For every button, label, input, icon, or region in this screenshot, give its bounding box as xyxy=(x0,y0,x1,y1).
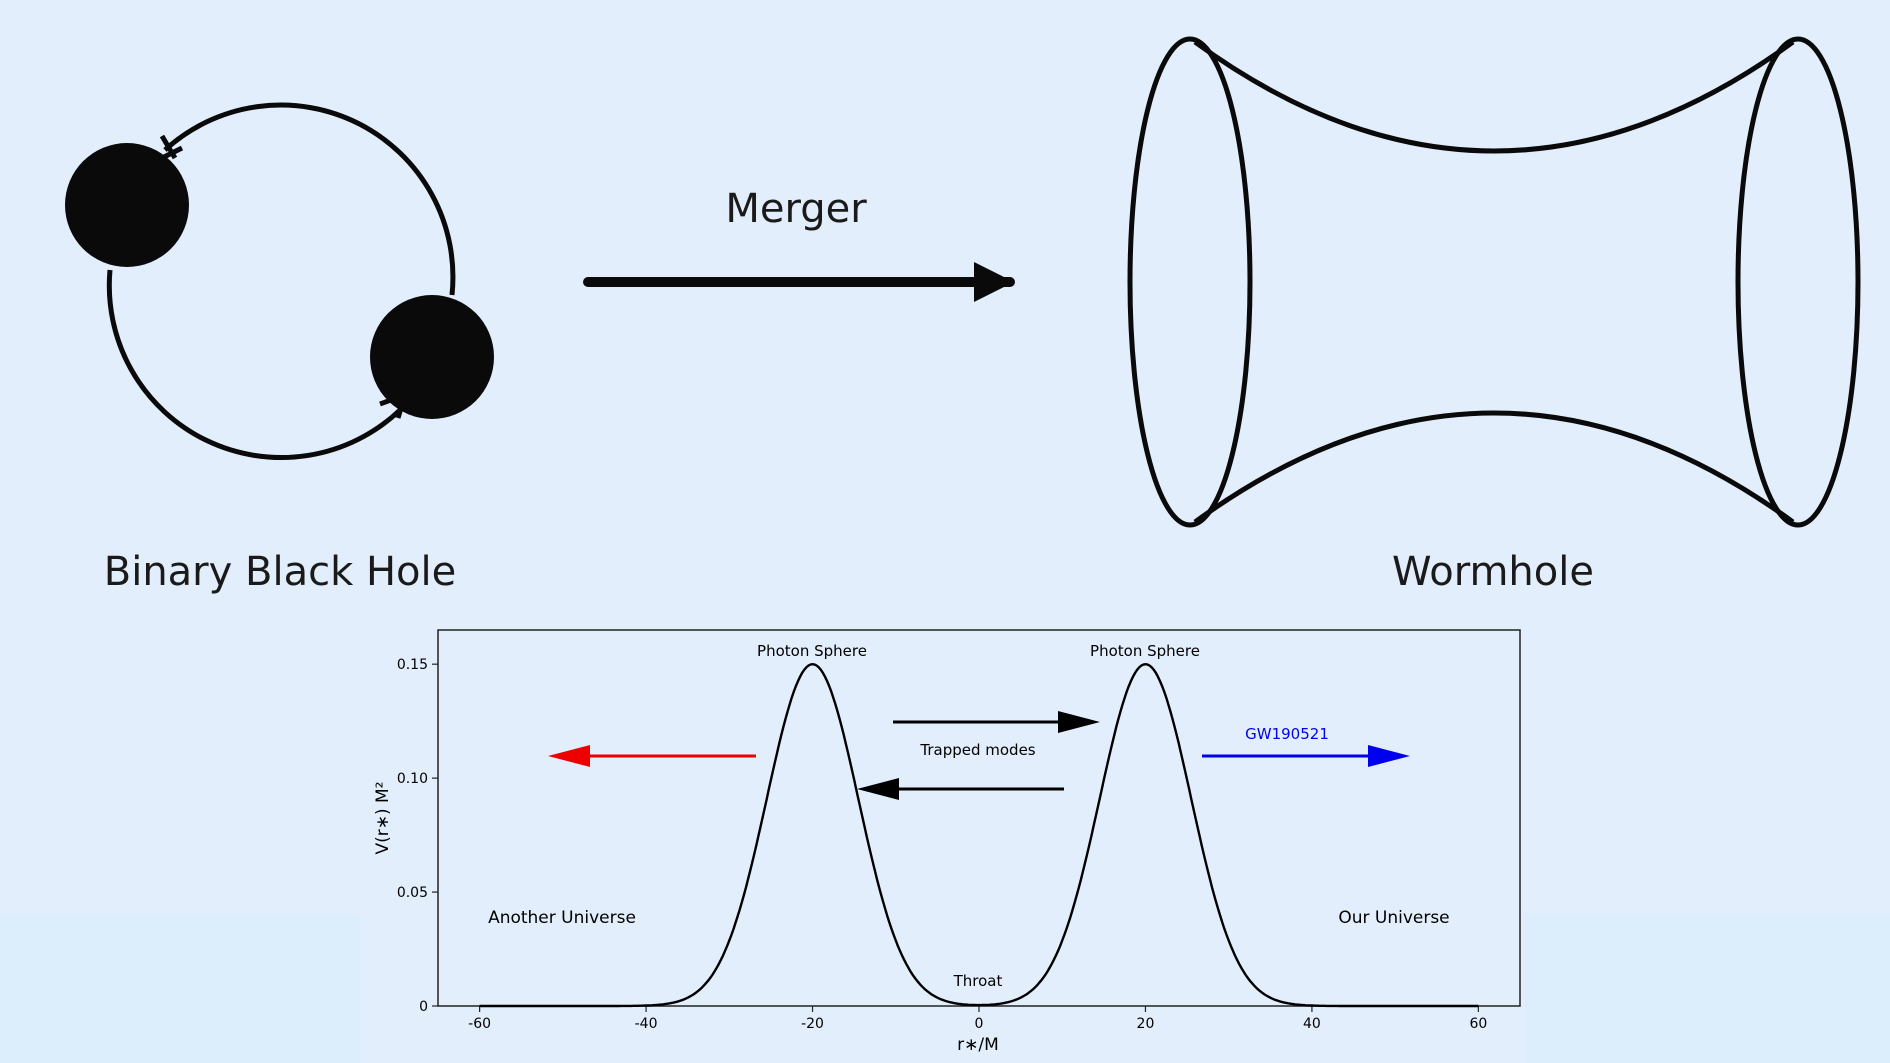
wormhole-bottom-curve xyxy=(1193,410,1795,525)
x-tick-label: -40 xyxy=(635,1016,658,1032)
y-axis-ticks: 0 0.05 0.10 0.15 xyxy=(397,657,438,1015)
photon-sphere-left-label: Photon Sphere xyxy=(757,642,867,660)
y-tick-label: 0.10 xyxy=(397,771,428,787)
orbit-arc-top xyxy=(163,102,456,296)
x-tick-label: 0 xyxy=(975,1016,984,1032)
wormhole-left-mouth xyxy=(1127,36,1253,528)
y-tick-label: 0.05 xyxy=(397,885,428,901)
x-tick-label: 40 xyxy=(1303,1016,1321,1032)
throat-label: Throat xyxy=(953,972,1003,990)
x-tick-label: 60 xyxy=(1469,1016,1487,1032)
x-axis-ticks: -60 -40 -20 0 20 40 60 xyxy=(468,1006,1487,1032)
potential-chart: -60 -40 -20 0 20 40 60 0 0.05 0.10 0.15 r∗/M V(r∗… xyxy=(373,629,1521,1055)
x-tick-label: -20 xyxy=(801,1016,824,1032)
binary-black-hole xyxy=(65,102,494,461)
x-tick-label: 20 xyxy=(1137,1016,1155,1032)
wormhole xyxy=(1127,36,1861,528)
x-axis-label: r∗/M xyxy=(957,1035,999,1055)
red-arrow xyxy=(548,745,756,767)
blue-arrow xyxy=(1202,745,1410,767)
wormhole-label: Wormhole xyxy=(1392,549,1594,595)
x-tick-label: -60 xyxy=(468,1016,491,1032)
trapped-modes-label: Trapped modes xyxy=(919,741,1035,759)
merger-label: Merger xyxy=(725,186,867,232)
binary-label: Binary Black Hole xyxy=(104,549,456,595)
orbit-arc-bottom xyxy=(106,269,402,461)
another-universe-label: Another Universe xyxy=(488,908,636,928)
black-hole-1 xyxy=(65,143,189,267)
bottom-band-center xyxy=(360,915,1525,1063)
trapped-arrow-left xyxy=(857,778,1064,800)
wormhole-right-mouth xyxy=(1735,36,1861,528)
gw190521-label: GW190521 xyxy=(1245,725,1329,743)
y-axis-label: V(r∗) M² xyxy=(373,781,393,854)
photon-sphere-right-label: Photon Sphere xyxy=(1090,642,1200,660)
chart-frame xyxy=(437,629,1521,1007)
our-universe-label: Our Universe xyxy=(1338,908,1449,928)
potential-curve xyxy=(479,662,1479,1008)
trapped-arrow-right xyxy=(893,711,1100,733)
y-tick-label: 0.15 xyxy=(397,657,428,673)
wormhole-top-curve xyxy=(1193,39,1795,154)
black-hole-2 xyxy=(370,295,494,419)
y-tick-label: 0 xyxy=(419,999,428,1015)
